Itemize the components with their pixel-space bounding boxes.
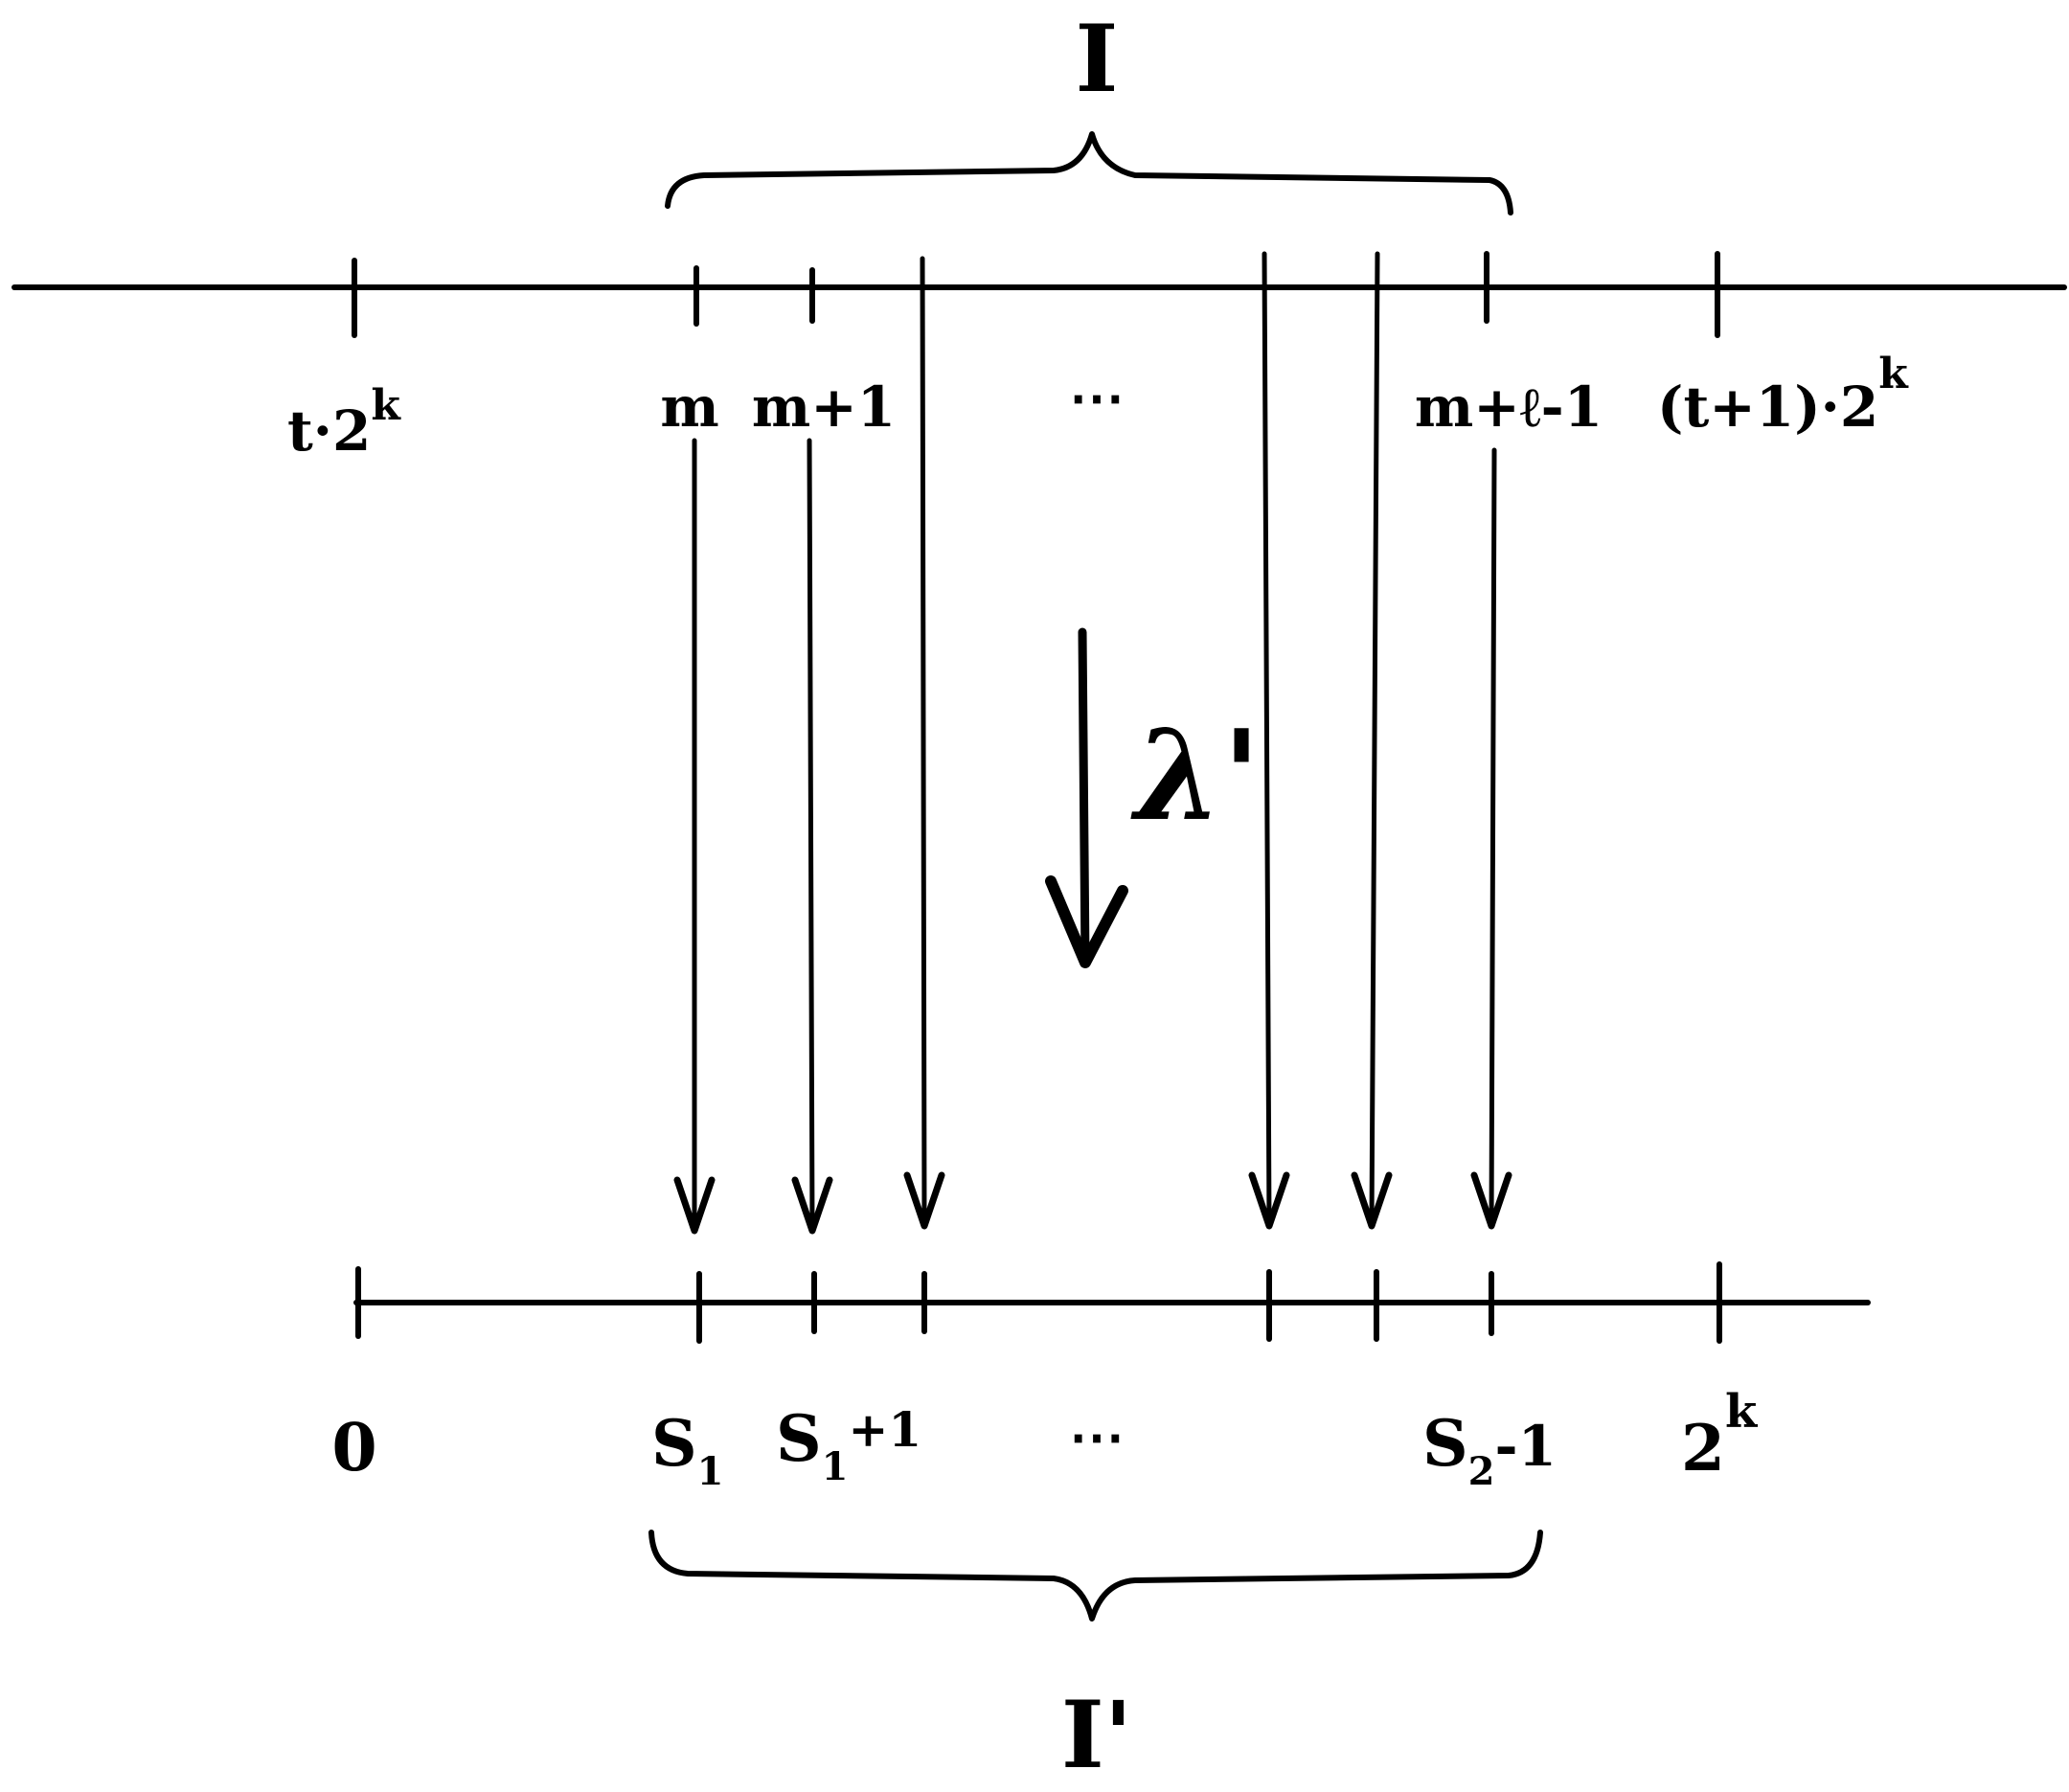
top-label-t-plus-1-2k: (t+1)·2k bbox=[1657, 350, 1909, 440]
arrow-fourth bbox=[1248, 251, 1290, 1230]
bottom-label-s1: S1 bbox=[651, 1406, 724, 1494]
interval-top-label: I bbox=[1076, 5, 1119, 113]
arrow-m-to-s1 bbox=[673, 438, 716, 1235]
bottom-brace bbox=[648, 1530, 1543, 1622]
bottom-label-s2-minus-1: S2-1 bbox=[1422, 1406, 1557, 1494]
top-label-ellipsis: ⋯ bbox=[1069, 365, 1125, 430]
arrow-m-plus-l-minus-1-to-s2-minus-1 bbox=[1470, 447, 1512, 1230]
bottom-label-0: 0 bbox=[331, 1410, 376, 1486]
lambda-map-arrow bbox=[1045, 627, 1128, 968]
bottom-label-s1-plus-1: S1+1 bbox=[776, 1401, 921, 1489]
top-label-m: m bbox=[660, 374, 718, 440]
arrow-m-plus-1-to-s1-plus-1 bbox=[791, 438, 833, 1235]
arrow-third bbox=[903, 256, 945, 1230]
lambda-label: λ' bbox=[1130, 702, 1261, 849]
mapping-arrows bbox=[673, 251, 1512, 1235]
top-label-t-2k: t·2k bbox=[287, 381, 401, 464]
top-brace bbox=[665, 131, 1513, 215]
top-label-m-plus-l-minus-1: m+ℓ-1 bbox=[1415, 374, 1603, 440]
interval-bottom-label: I' bbox=[1061, 1681, 1132, 1789]
bottom-label-2k: 2k bbox=[1681, 1385, 1759, 1486]
arrow-fifth bbox=[1351, 251, 1393, 1230]
top-label-m-plus-1: m+1 bbox=[752, 374, 896, 440]
bottom-label-ellipsis: ⋯ bbox=[1069, 1404, 1125, 1469]
